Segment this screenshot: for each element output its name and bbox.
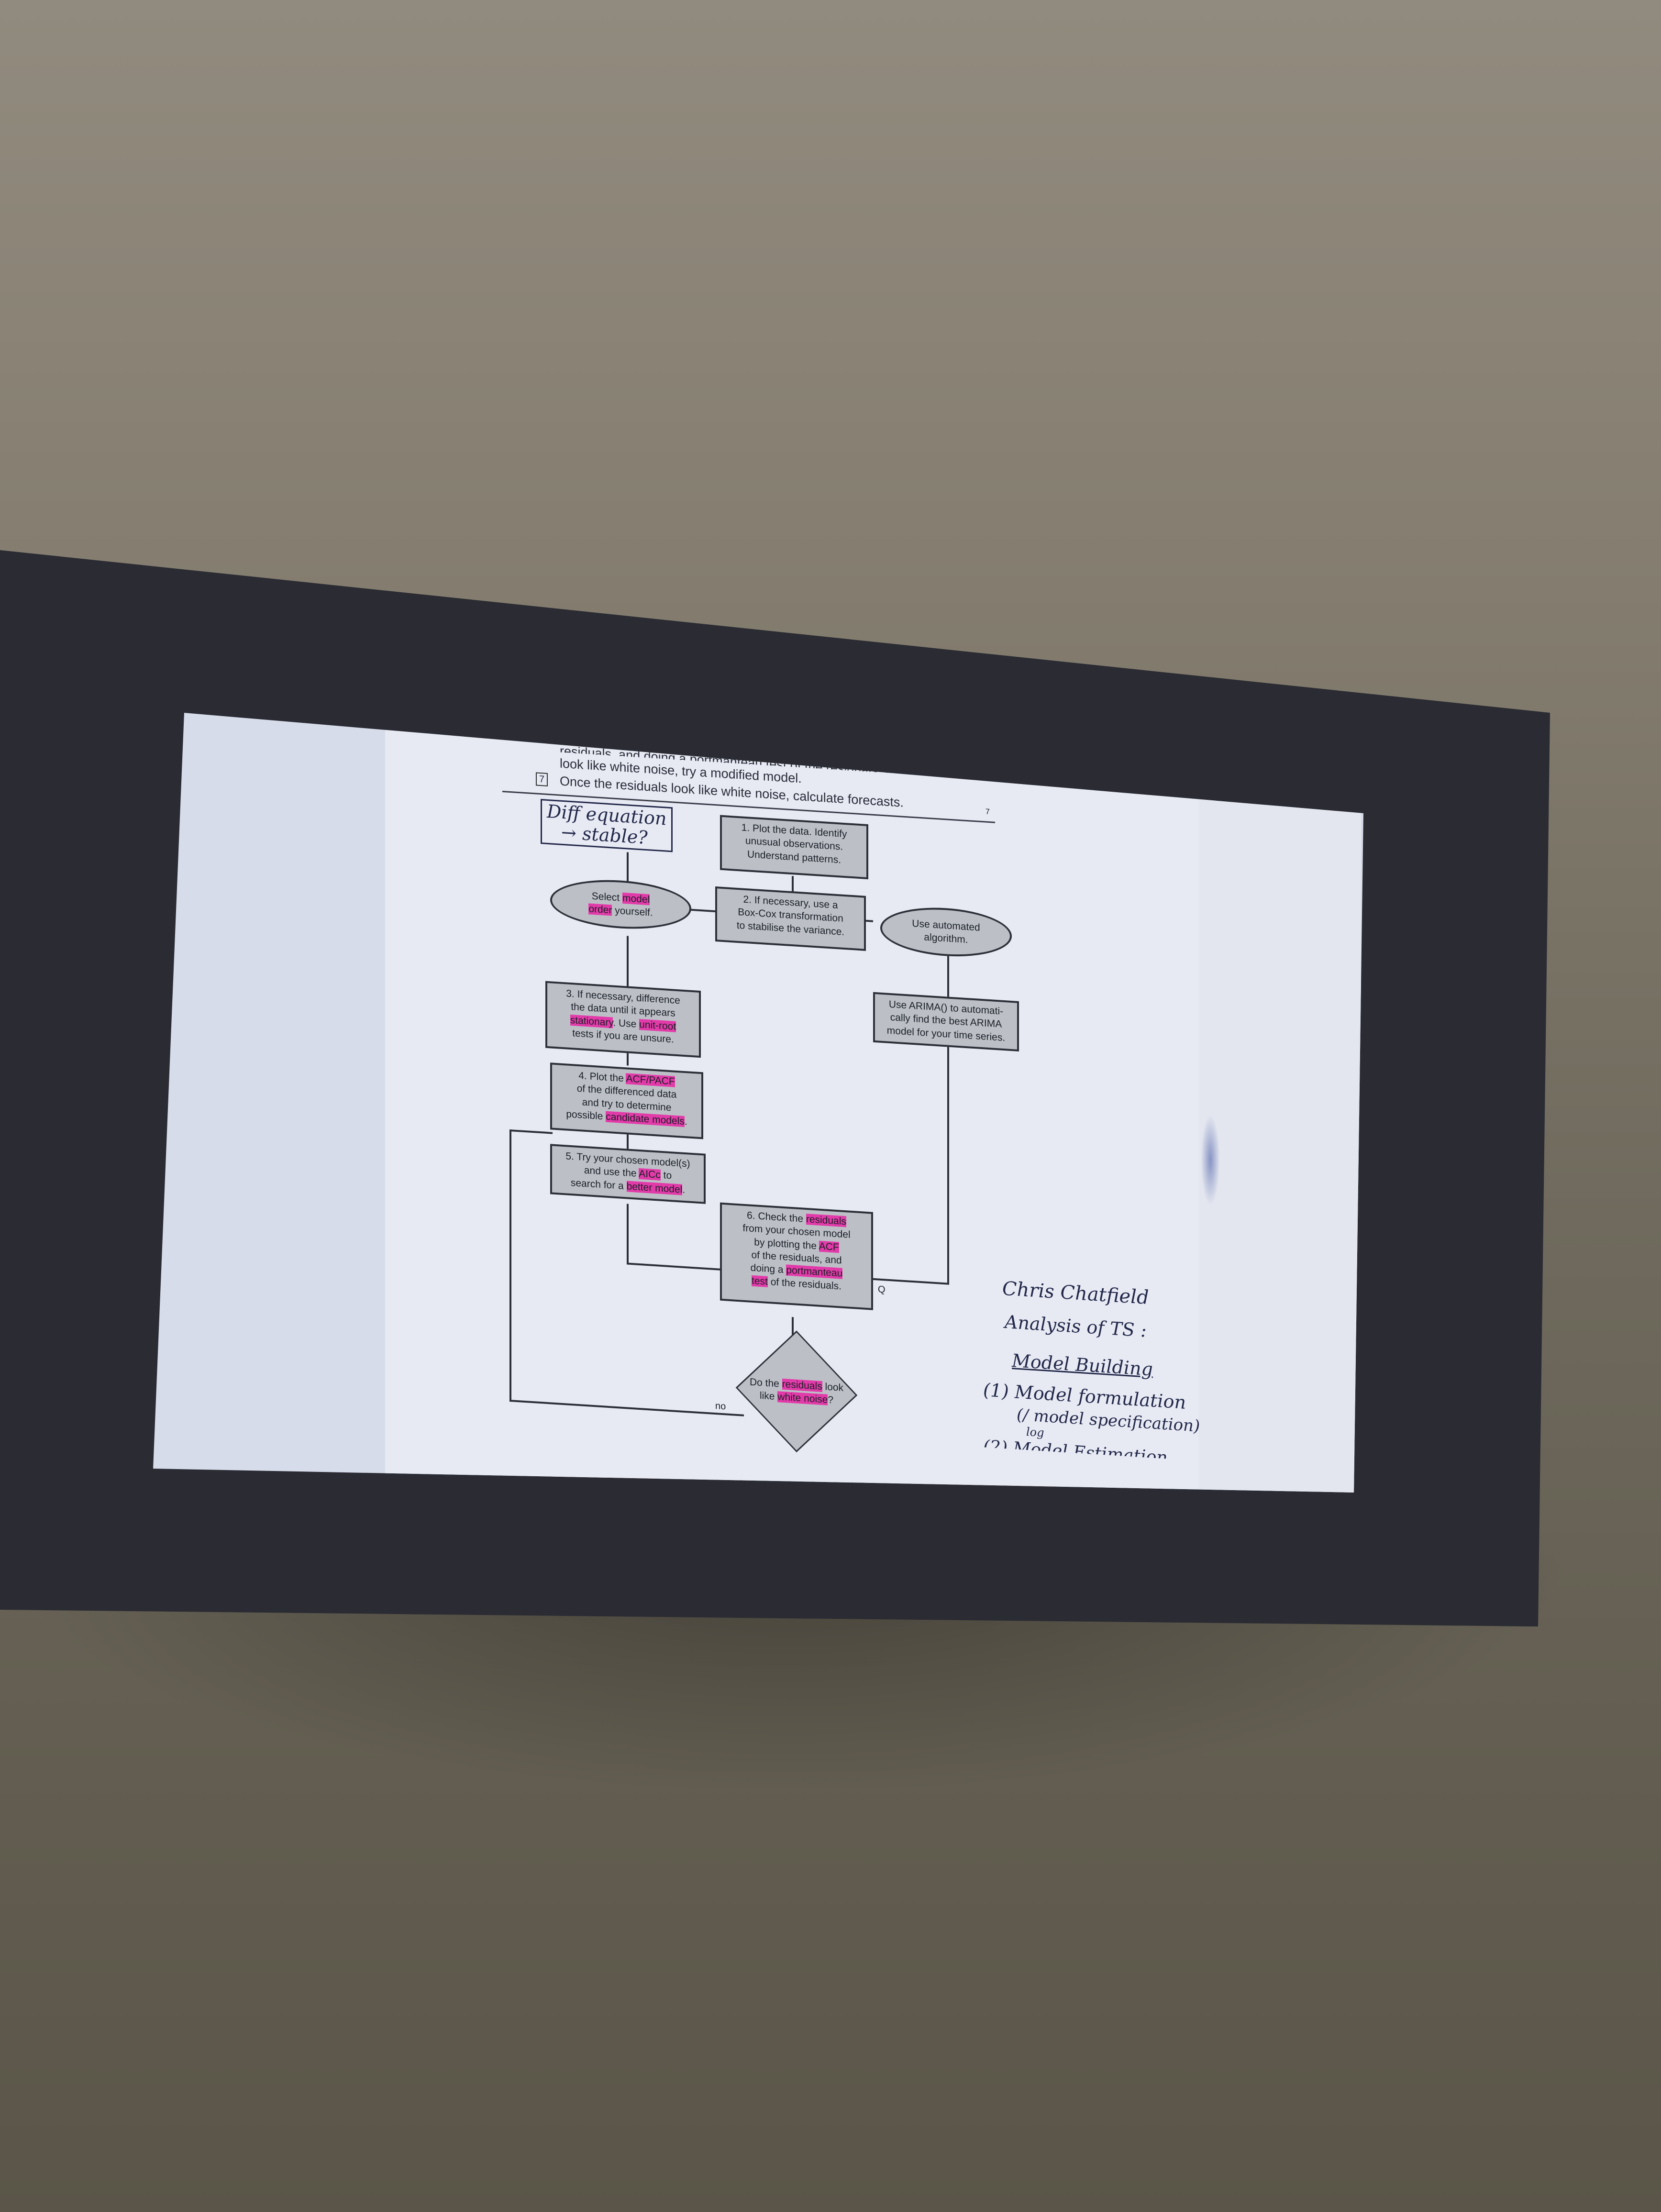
highlight: white noise	[777, 1391, 828, 1405]
step-4-box: 4. Plot the ACF/PACF of the differenced …	[550, 1062, 703, 1139]
diamond-label: ?	[828, 1394, 834, 1406]
handwritten-item-2: (2) Model Estimation	[983, 1437, 1168, 1459]
no-label: no	[715, 1400, 726, 1412]
no-loop-line	[509, 1399, 744, 1416]
decision-diamond: Do the residuals look like white noise?	[735, 1328, 858, 1455]
paper-right-margin	[1198, 775, 1361, 1493]
ink-smudge	[1201, 1115, 1220, 1206]
handwritten-author: Chris Chatfield	[1002, 1277, 1149, 1309]
page-number: 7	[986, 807, 990, 817]
highlight: unit-root	[639, 1018, 676, 1032]
connector	[627, 936, 629, 989]
connector	[947, 1040, 949, 1284]
box-text: . Use	[613, 1017, 640, 1030]
box-text: 6. Check the	[747, 1210, 806, 1225]
step-6-box: 6. Check the residuals from your chosen …	[720, 1202, 873, 1310]
highlight: stationary	[570, 1014, 613, 1029]
highlight: portmanteau	[786, 1264, 843, 1279]
diamond-text: Do the residuals look like white noise?	[737, 1328, 856, 1455]
step-3-box: 3. If necessary, difference the data unt…	[545, 981, 701, 1058]
step-1-box: 1. Plot the data. Identify unusual obser…	[720, 815, 868, 880]
highlight: candidate models	[606, 1111, 685, 1127]
box-text: .	[684, 1116, 687, 1128]
q-mark: Q	[878, 1284, 886, 1295]
highlight: better model	[626, 1180, 683, 1195]
connector	[947, 956, 949, 997]
box-text: 3. If necessary, difference the data unt…	[566, 988, 680, 1019]
highlight: model	[622, 892, 650, 906]
no-loop-line	[509, 1129, 511, 1402]
diamond-label: Do the	[749, 1376, 782, 1390]
document: residuals, and doing a portmanteau test …	[502, 744, 1220, 1493]
automated-oval: Use automated algorithm.	[880, 904, 1012, 961]
list-marker: 7	[536, 772, 548, 786]
step-5-box: 5. Try your chosen model(s) and use the …	[550, 1144, 706, 1204]
handwritten-item-1: (1) Model formulation	[983, 1379, 1186, 1413]
highlight: order	[588, 903, 612, 916]
highlight: test	[752, 1275, 768, 1288]
highlight: ACF	[819, 1240, 839, 1253]
handwritten-note-box: Diff equation → stable?	[541, 799, 673, 852]
handwritten-book: Analysis of TS :	[1005, 1311, 1147, 1341]
box-text: .	[682, 1184, 686, 1195]
select-model-oval: Select model order yourself.	[550, 876, 691, 933]
oval-text: Select	[591, 890, 622, 904]
box-text: 4. Plot the	[578, 1070, 626, 1084]
handwritten-heading: Model Building	[1012, 1350, 1153, 1380]
oval-text: yourself.	[612, 905, 653, 918]
highlight: ACF/PACF	[626, 1073, 675, 1087]
highlight: residuals	[782, 1378, 822, 1392]
highlight: AICc	[639, 1168, 661, 1181]
highlight: residuals	[806, 1213, 846, 1228]
box-text: of the residuals.	[767, 1276, 842, 1293]
connector	[627, 1262, 722, 1271]
auto-arima-box: Use ARIMA() to automati- cally find the …	[873, 992, 1019, 1051]
step-2-box: 2. If necessary, use a Box-Cox transform…	[715, 886, 866, 951]
connector	[627, 1204, 629, 1264]
handwritten-note: log	[1026, 1425, 1044, 1440]
no-loop-line	[509, 1129, 553, 1134]
